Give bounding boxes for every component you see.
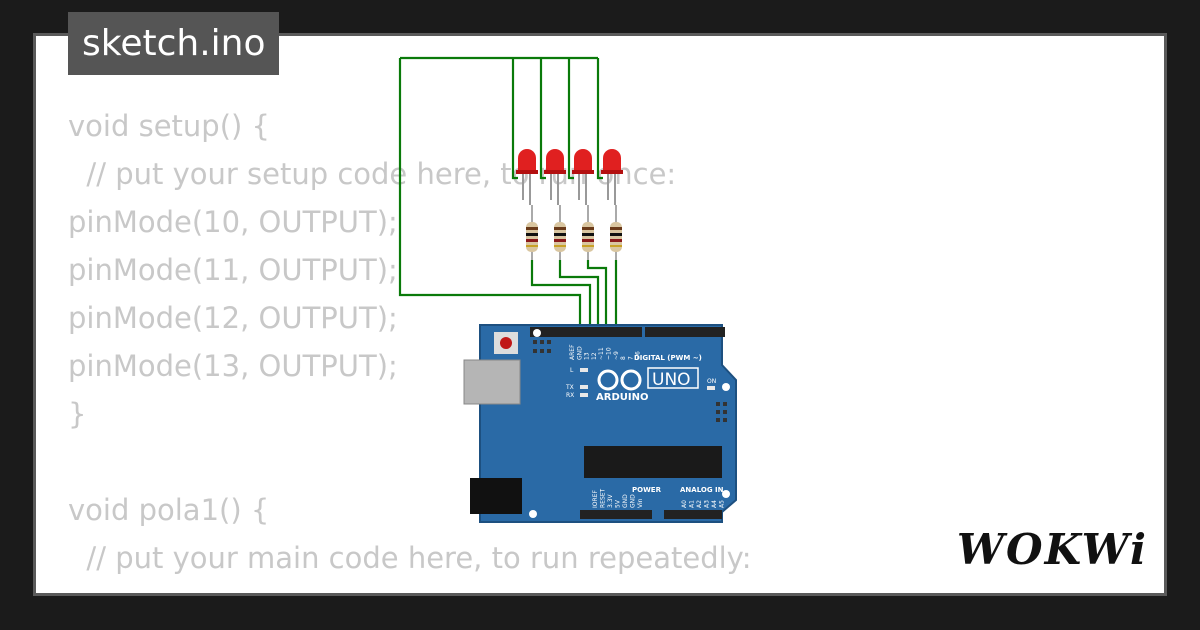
led-2 [544, 149, 566, 205]
pin-label: ~9 [613, 351, 620, 360]
arduino-logo-icon [597, 369, 642, 391]
led-label-on: ON [707, 378, 716, 385]
wire-pin11 [586, 260, 608, 333]
resistor-2 [554, 205, 566, 260]
wire-led1-cathode [511, 58, 518, 180]
pin-label: IOREF [592, 490, 599, 508]
pin-label: 3.3V [607, 493, 614, 508]
board-brand: ARDUINO [596, 392, 648, 403]
led-4 [601, 149, 623, 205]
atmega-chip [584, 446, 722, 478]
resistor-4 [610, 205, 622, 260]
code-line: pinMode(11, OUTPUT); [68, 253, 398, 287]
arduino-uno-board: UNO ARDUINO DIGITAL (PWM ~) POWER ANALOG… [463, 324, 737, 523]
pin-label: AREF [569, 344, 576, 360]
wire-pin13 [530, 260, 592, 333]
code-line: for (int i=0;i<255;i++){ [68, 582, 752, 593]
pin-label: ~10 [606, 347, 613, 360]
leds [516, 149, 623, 205]
power-header-label: POWER [632, 486, 662, 494]
code-line: pinMode(13, OUTPUT); [68, 349, 398, 383]
code-line: // put your main code here, to run repea… [68, 541, 752, 575]
digital-header-right [645, 327, 725, 337]
power-jack [470, 478, 522, 514]
power-header [580, 510, 652, 519]
code-line: } [68, 397, 87, 431]
digital-header-label: DIGITAL (PWM ~) [634, 354, 702, 362]
digital-header-left [530, 327, 642, 337]
pin-label: A1 [689, 500, 696, 508]
pin-label: GND [630, 494, 637, 508]
wire-gnd [398, 58, 582, 333]
wire-led2-cathode [539, 58, 546, 180]
pin-label: A4 [711, 500, 718, 508]
code-line: pinMode(10, OUTPUT); [68, 205, 398, 239]
icsp-right [716, 402, 727, 422]
code-line: // put your setup code here, to run once… [68, 157, 677, 191]
pin-label: A2 [696, 500, 703, 508]
pin-label: RESET [600, 488, 607, 508]
pin-label: GND [576, 346, 583, 360]
pin-label: A5 [719, 500, 726, 508]
resistors [526, 205, 622, 260]
pin-label: A0 [681, 500, 688, 508]
resistor-3 [582, 205, 594, 260]
wire-led3-cathode [567, 58, 574, 180]
led-label-tx: TX [565, 384, 574, 391]
analog-header-label: ANALOG IN [680, 486, 724, 494]
code-line: void pola1() { [68, 493, 270, 527]
usb-port [463, 359, 521, 405]
pin-label: ~6 [635, 351, 642, 360]
pin-label: Vin [637, 498, 644, 508]
wokwi-logo: WOKWi [956, 525, 1148, 574]
file-tab[interactable]: sketch.ino [68, 12, 280, 75]
board-model: UNO [652, 370, 691, 390]
pin-label: GND [622, 494, 629, 508]
code-editor[interactable]: void setup() { // put your setup code he… [68, 102, 752, 593]
code-line: void setup() { [68, 109, 270, 143]
pin-label: 12 [591, 352, 598, 360]
pin-label: 13 [584, 352, 591, 360]
led-label-rx: RX [566, 392, 574, 399]
resistor-1 [526, 205, 538, 260]
code-line: pinMode(12, OUTPUT); [68, 301, 398, 335]
led-label-l: L [570, 367, 574, 374]
pin-label: A3 [704, 500, 711, 508]
pin-label: 7 [627, 356, 634, 360]
led-3 [572, 149, 594, 205]
pin-label: 5V [615, 499, 622, 508]
analog-header [664, 510, 722, 519]
pin-label: ~11 [598, 347, 605, 360]
pin-label: 8 [620, 356, 627, 360]
wire-led4-cathode [596, 58, 603, 180]
led-1 [516, 149, 538, 205]
wire-pin12 [558, 260, 600, 333]
wires [398, 56, 618, 333]
icsp-small [533, 340, 551, 353]
